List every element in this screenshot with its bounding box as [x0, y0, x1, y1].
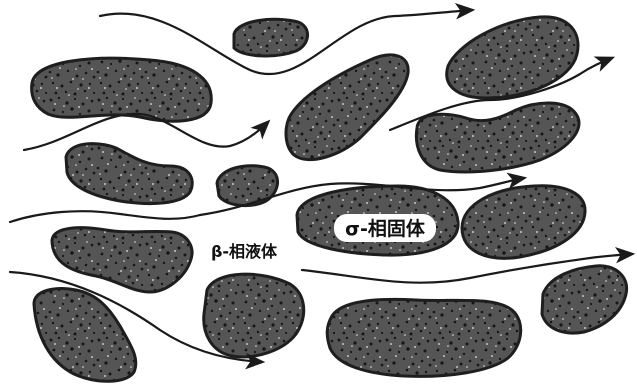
grain-left-middle	[66, 144, 192, 204]
grain-right-lower	[462, 186, 585, 259]
grain-right-middle	[416, 103, 579, 172]
grain-bottom-right-large	[327, 299, 520, 376]
grain-top-small	[234, 19, 308, 56]
grain-center-elongated	[286, 55, 408, 160]
solid-phase-label: σ-相固体	[345, 217, 426, 240]
liquid-phase-label: β-相液体	[211, 242, 278, 261]
grain-left-lower	[52, 228, 192, 292]
grain-bottom-right-small	[542, 266, 627, 333]
grain-top-left-large	[32, 58, 212, 121]
grain-small-round	[217, 166, 278, 206]
flow-line-5	[10, 211, 200, 222]
grain-bottom-left	[34, 289, 136, 382]
grain-top-right	[447, 17, 578, 98]
grain-bottom-center	[204, 274, 304, 357]
